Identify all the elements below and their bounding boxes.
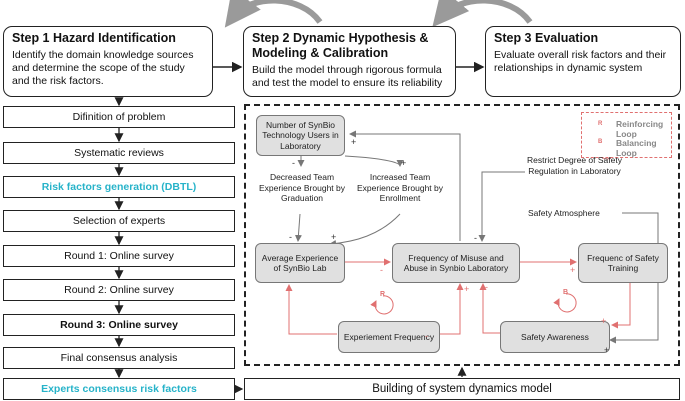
sign: + <box>286 284 292 294</box>
node-safety-training: Frequenc of Safety Training <box>578 243 668 283</box>
sign: - <box>474 233 477 243</box>
sign: + <box>570 265 576 275</box>
label-increased-experience: Increased Team Experience Brought by Enr… <box>357 172 443 203</box>
legend-reinforcing: Reinforcing Loop <box>616 119 664 139</box>
model-building-box: Building of system dynamics model <box>244 378 680 400</box>
label-restrict-regulation: Restrict Degree of Safety Regulation in … <box>527 155 622 176</box>
reinforcing-loop-indicator <box>370 295 394 315</box>
step-2-description: Build the model through rigorous formula… <box>252 64 443 89</box>
legend-b-symbol: B <box>598 139 603 145</box>
step-3-title: Step 3 Evaluation <box>494 31 599 45</box>
node-average-experience: Average Experience of SynBio Lab <box>255 243 345 283</box>
node-safety-awareness: Safety Awareness <box>500 321 610 353</box>
loop-b-marker: B <box>563 289 569 296</box>
process-step-round-3: Round 3: Online survey <box>3 314 235 336</box>
process-step-systematic-reviews: Systematic reviews <box>3 142 235 164</box>
loop-legend: R Reinforcing Loop B Balancing Loop <box>581 112 672 158</box>
sign: + <box>601 316 607 326</box>
node-experiment-frequency: Experiement Frequency <box>338 321 440 353</box>
sign: - <box>292 158 295 168</box>
sign: - <box>380 265 383 275</box>
process-step-definition: Difinition of problem <box>3 106 235 128</box>
label-safety-atmosphere: Safety Atmosphere <box>528 208 600 218</box>
step-3-description: Evaluate overall risk factors and their … <box>494 49 667 74</box>
legend-r-symbol: R <box>598 121 603 127</box>
process-step-selection: Selection of experts <box>3 210 235 232</box>
sign: - <box>289 232 292 242</box>
process-step-round-2: Round 2: Online survey <box>3 279 235 301</box>
step-1-title: Step 1 Hazard Identification <box>12 31 176 45</box>
step-1-box: Step 1 Hazard Identification Identify th… <box>3 26 213 97</box>
sign: + <box>401 158 407 168</box>
process-step-risk-factors: Risk factors generation (DBTL) <box>3 176 235 198</box>
sign: + <box>351 137 357 147</box>
process-step-final-consensus: Final consensus analysis <box>3 347 235 369</box>
node-users: Number of SynBio Technology Users in Lab… <box>256 115 345 156</box>
step-2-box: Step 2 Dynamic Hypothesis & Modeling & C… <box>243 26 456 97</box>
cycle-arrow-1-2 <box>224 0 323 28</box>
step-2-title: Step 2 Dynamic Hypothesis & Modeling & C… <box>252 31 429 60</box>
step-3-box: Step 3 Evaluation Evaluate overall risk … <box>485 26 681 97</box>
legend-balancing: Balancing Loop <box>616 138 657 158</box>
sign: + <box>464 284 470 294</box>
cycle-arrow-2-3 <box>432 0 533 28</box>
sign: + <box>604 345 610 355</box>
process-step-experts-consensus: Experts consensus risk factors <box>3 378 235 400</box>
step-1-description: Identify the domain knowledge sources an… <box>12 49 194 87</box>
node-misuse-frequency: Frequency of Misuse and Abuse in Synbio … <box>392 243 520 283</box>
sign: + <box>331 232 337 242</box>
sign: - <box>425 331 428 341</box>
sign: - <box>485 282 488 292</box>
label-decreased-experience: Decreased Team Experience Brought by Gra… <box>259 172 345 203</box>
system-dynamics-frame <box>244 104 680 366</box>
loop-r-marker: R <box>380 291 386 298</box>
process-step-round-1: Round 1: Online survey <box>3 245 235 267</box>
balancing-loop-indicator <box>553 293 577 313</box>
